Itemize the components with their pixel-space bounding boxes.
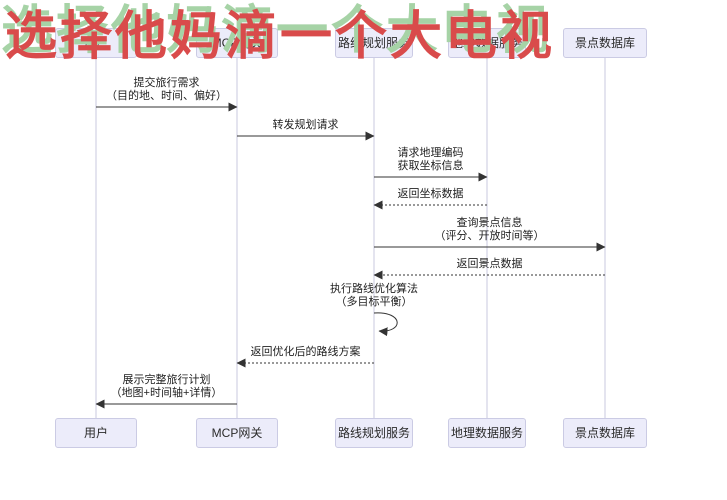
actor-bottom-geo-service: 地理数据服务: [448, 418, 526, 448]
actor-top-geo-service: 地理数据服务: [448, 28, 526, 58]
actor-bottom-user: 用户: [55, 418, 137, 448]
actor-top-user: 用户: [55, 28, 137, 58]
actor-top-route-service: 路线规划服务: [335, 28, 413, 58]
actor-top-mcp-gateway: MCP网关: [196, 28, 278, 58]
actor-bottom-mcp-gateway: MCP网关: [196, 418, 278, 448]
actor-bottom-poi-database: 景点数据库: [563, 418, 647, 448]
actor-bottom-route-service: 路线规划服务: [335, 418, 413, 448]
actor-top-poi-database: 景点数据库: [563, 28, 647, 58]
message-arrow: [373, 312, 398, 337]
